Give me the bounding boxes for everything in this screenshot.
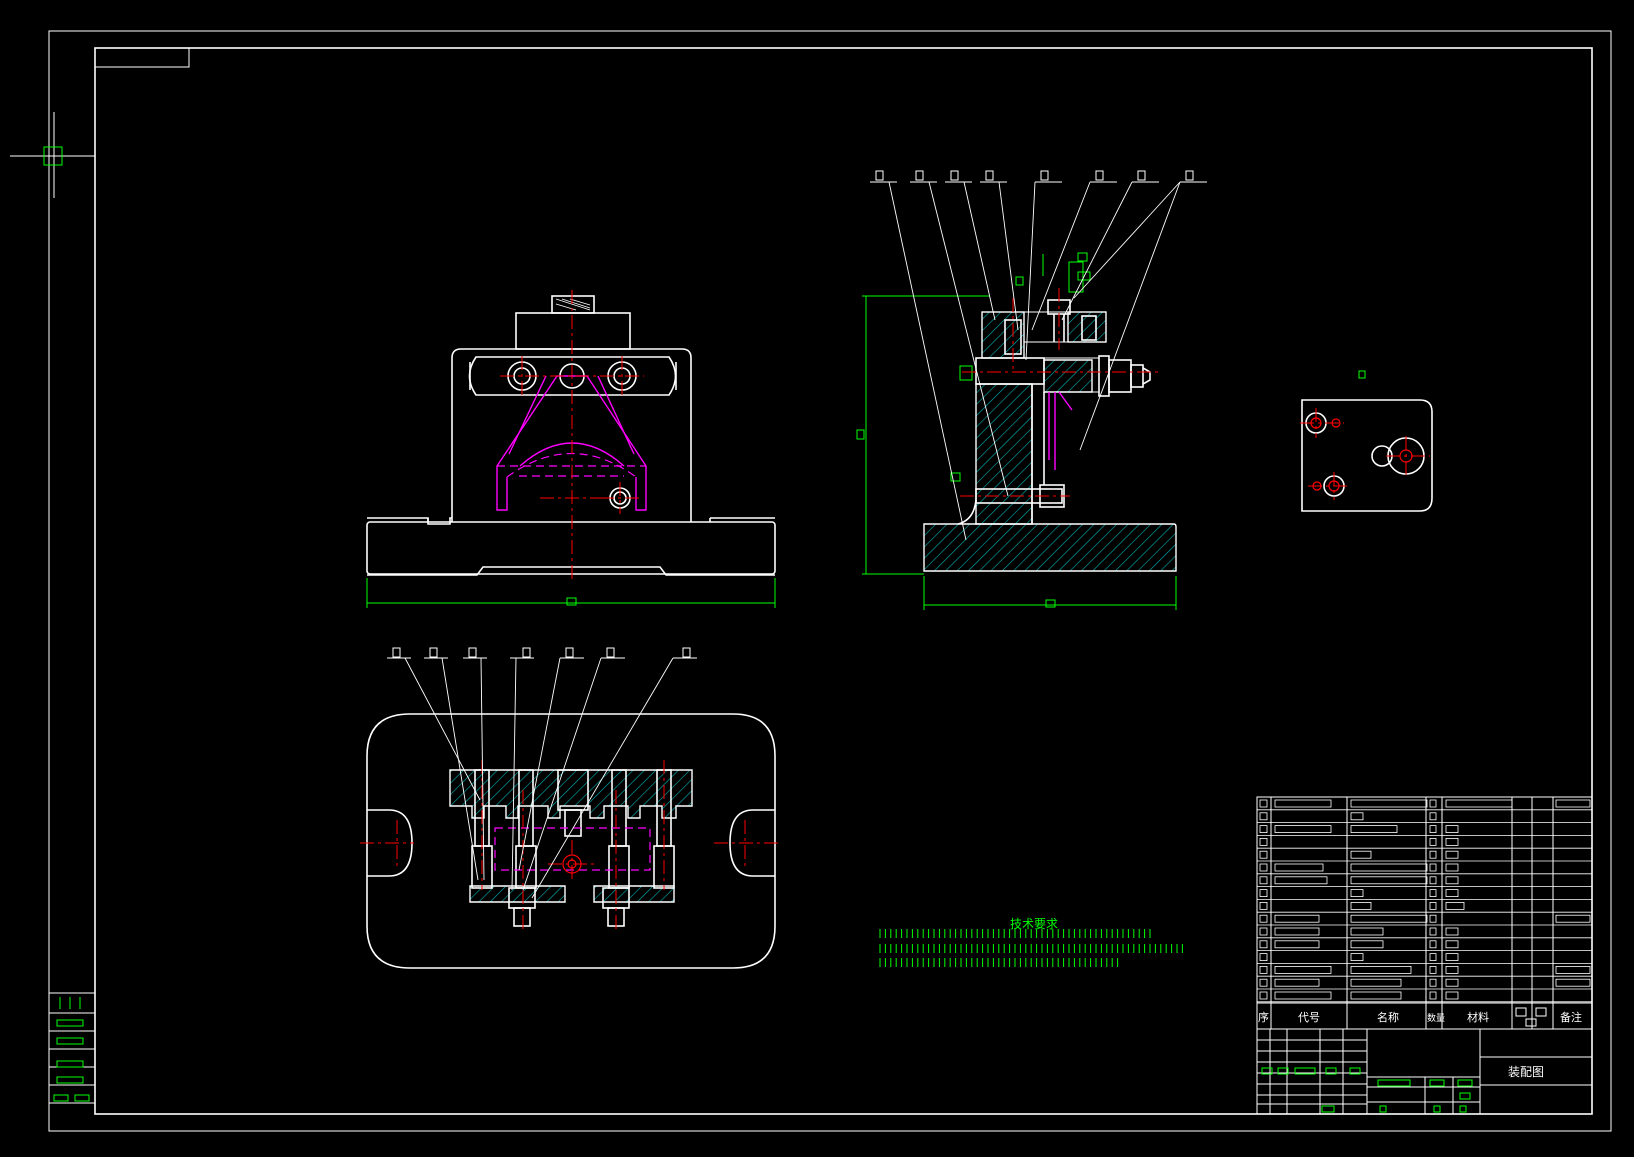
parts-row-material-mark: [1445, 966, 1459, 974]
parts-row-name-mark: [1350, 953, 1364, 961]
parts-row-seq-mark: [1259, 825, 1268, 833]
parts-row-material-mark: [1445, 991, 1459, 1000]
parts-row-seq-mark: [1259, 978, 1268, 987]
header-qty: 数量: [1427, 1012, 1445, 1024]
parts-row-qty-mark: [1429, 863, 1437, 872]
balloon-leaders-plan: [387, 647, 697, 899]
parts-row-name-mark: [1350, 991, 1402, 1000]
parts-row-seq-mark: [1259, 838, 1268, 846]
header-code: 代号: [1298, 1011, 1320, 1024]
sheet-border: [48, 30, 1612, 1132]
parts-row-material-mark: [1445, 940, 1459, 949]
parts-row-qty-mark: [1429, 889, 1437, 897]
parts-row-qty-mark: [1429, 927, 1437, 936]
parts-row-material-mark: [1445, 902, 1465, 910]
header-seq: 序: [1258, 1010, 1269, 1024]
parts-row-code-mark: [1274, 991, 1332, 1000]
tech-requirements-heading: 技术要求: [1010, 917, 1058, 931]
parts-row-seq-mark: [1259, 914, 1268, 923]
parts-row-remark-mark: [1555, 978, 1591, 987]
parts-row-qty-mark: [1429, 914, 1437, 923]
parts-row-remark-mark: [1555, 914, 1591, 923]
parts-row-seq-mark: [1259, 940, 1268, 949]
parts-row-name-mark: [1350, 978, 1402, 987]
parts-row-seq-mark: [1259, 812, 1268, 821]
parts-row-name-mark: [1350, 902, 1372, 910]
side-section-view[interactable]: [856, 252, 1177, 610]
parts-row-seq-mark: [1259, 902, 1268, 910]
title-block[interactable]: 装配图: [1256, 1028, 1593, 1115]
parts-row-qty-mark: [1429, 838, 1437, 846]
header-remark: 备注: [1560, 1010, 1582, 1024]
parts-row-qty-mark: [1429, 799, 1437, 808]
technical-requirements: 技术要求: [879, 917, 1183, 967]
parts-row-name-mark: [1350, 799, 1428, 808]
parts-row-code-mark: [1274, 876, 1328, 885]
parts-row-seq-mark: [1259, 876, 1268, 885]
parts-row-seq-mark: [1259, 991, 1268, 1000]
parts-row-name-mark: [1350, 940, 1384, 949]
parts-row-qty-mark: [1429, 825, 1437, 833]
balloon-leaders-side: [870, 170, 1207, 541]
drawing-name: 装配图: [1508, 1065, 1544, 1079]
parts-row-name-mark: [1350, 825, 1398, 833]
parts-row-seq-mark: [1259, 966, 1268, 974]
parts-row-name-mark: [1350, 914, 1428, 923]
parts-row-name-mark: [1350, 850, 1372, 859]
parts-row-qty-mark: [1429, 902, 1437, 910]
parts-row-qty-mark: [1429, 991, 1437, 1000]
parts-row-material-mark: [1445, 978, 1459, 987]
parts-row-name-mark: [1350, 966, 1412, 974]
parts-row-remark-mark: [1555, 966, 1591, 974]
parts-row-name-mark: [1350, 812, 1364, 821]
parts-row-qty-mark: [1429, 812, 1437, 821]
parts-row-material-mark: [1445, 889, 1459, 897]
parts-row-name-mark: [1350, 927, 1384, 936]
parts-row-code-mark: [1274, 978, 1320, 987]
parts-row-code-mark: [1274, 799, 1332, 808]
parts-row-qty-mark: [1429, 850, 1437, 859]
parts-row-material-mark: [1445, 850, 1459, 859]
header-material: 材料: [1467, 1010, 1489, 1024]
parts-row-seq-mark: [1259, 927, 1268, 936]
parts-row-qty-mark: [1429, 966, 1437, 974]
parts-row-qty-mark: [1429, 940, 1437, 949]
parts-row-qty-mark: [1429, 876, 1437, 885]
parts-row-code-mark: [1274, 914, 1320, 923]
crosshair-cursor-icon: [10, 112, 95, 198]
parts-row-material-mark: [1445, 799, 1513, 808]
parts-list[interactable]: 序 代号 名称 数量 材料 备注: [1256, 796, 1593, 1030]
parts-row-code-mark: [1274, 825, 1332, 833]
parts-row-code-mark: [1274, 966, 1332, 974]
parts-row-name-mark: [1350, 889, 1364, 897]
parts-row-material-mark: [1445, 953, 1459, 961]
parts-row-material-mark: [1445, 863, 1459, 872]
parts-row-material-mark: [1445, 927, 1459, 936]
top-plan-view[interactable]: [360, 713, 780, 969]
parts-row-qty-mark: [1429, 953, 1437, 961]
parts-row-code-mark: [1274, 940, 1320, 949]
front-view[interactable]: [366, 290, 776, 608]
parts-row-seq-mark: [1259, 850, 1268, 859]
parts-row-code-mark: [1274, 927, 1320, 936]
parts-row-material-mark: [1445, 876, 1459, 885]
parts-row-name-mark: [1350, 876, 1428, 885]
parts-row-seq-mark: [1259, 889, 1268, 897]
detail-view[interactable]: [1300, 370, 1433, 512]
parts-row-seq-mark: [1259, 953, 1268, 961]
header-name: 名称: [1377, 1010, 1399, 1024]
parts-row-seq-mark: [1259, 799, 1268, 808]
parts-row-material-mark: [1445, 825, 1459, 833]
parts-row-name-mark: [1350, 863, 1428, 872]
parts-row-qty-mark: [1429, 978, 1437, 987]
parts-row-remark-mark: [1555, 799, 1591, 808]
parts-row-material-mark: [1445, 838, 1459, 846]
parts-row-seq-mark: [1259, 863, 1268, 872]
parts-row-code-mark: [1274, 863, 1324, 872]
